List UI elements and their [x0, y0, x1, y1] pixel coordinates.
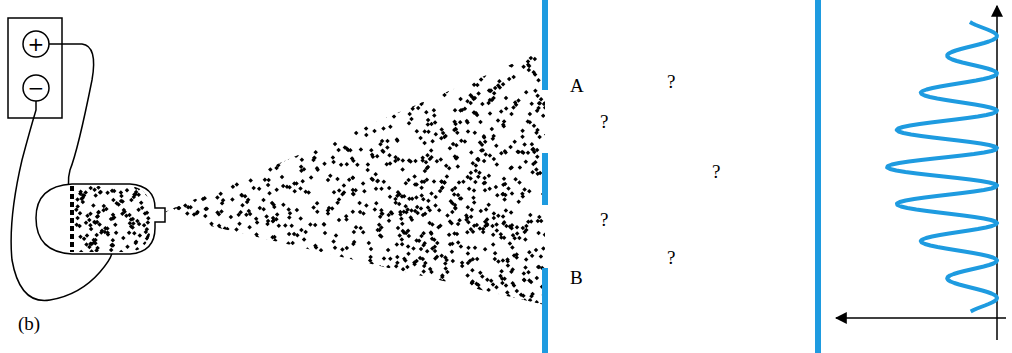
terminal-circle: +: [22, 30, 50, 58]
cathode: [70, 186, 74, 252]
slit-label: B: [570, 268, 583, 287]
terminal-sign: −: [28, 78, 45, 98]
slit-label: A: [570, 76, 584, 95]
barrier: [542, 0, 548, 353]
question-mark: ?: [667, 248, 675, 267]
interference-pattern: [887, 22, 997, 312]
terminal-sign: +: [28, 34, 45, 54]
figure-label: (b): [18, 314, 40, 333]
battery-box: [8, 18, 62, 118]
axis: [836, 317, 1006, 319]
question-mark: ?: [712, 162, 720, 181]
electron-beam: [159, 49, 549, 308]
screen: [815, 0, 821, 353]
question-mark: ?: [667, 72, 675, 91]
question-mark: ?: [600, 210, 608, 229]
axis: [996, 6, 998, 340]
wire: [49, 44, 94, 195]
question-mark: ?: [600, 112, 608, 131]
electron-cloud: [74, 185, 155, 254]
electron-gun: [36, 184, 165, 254]
terminal-circle: −: [22, 74, 50, 102]
